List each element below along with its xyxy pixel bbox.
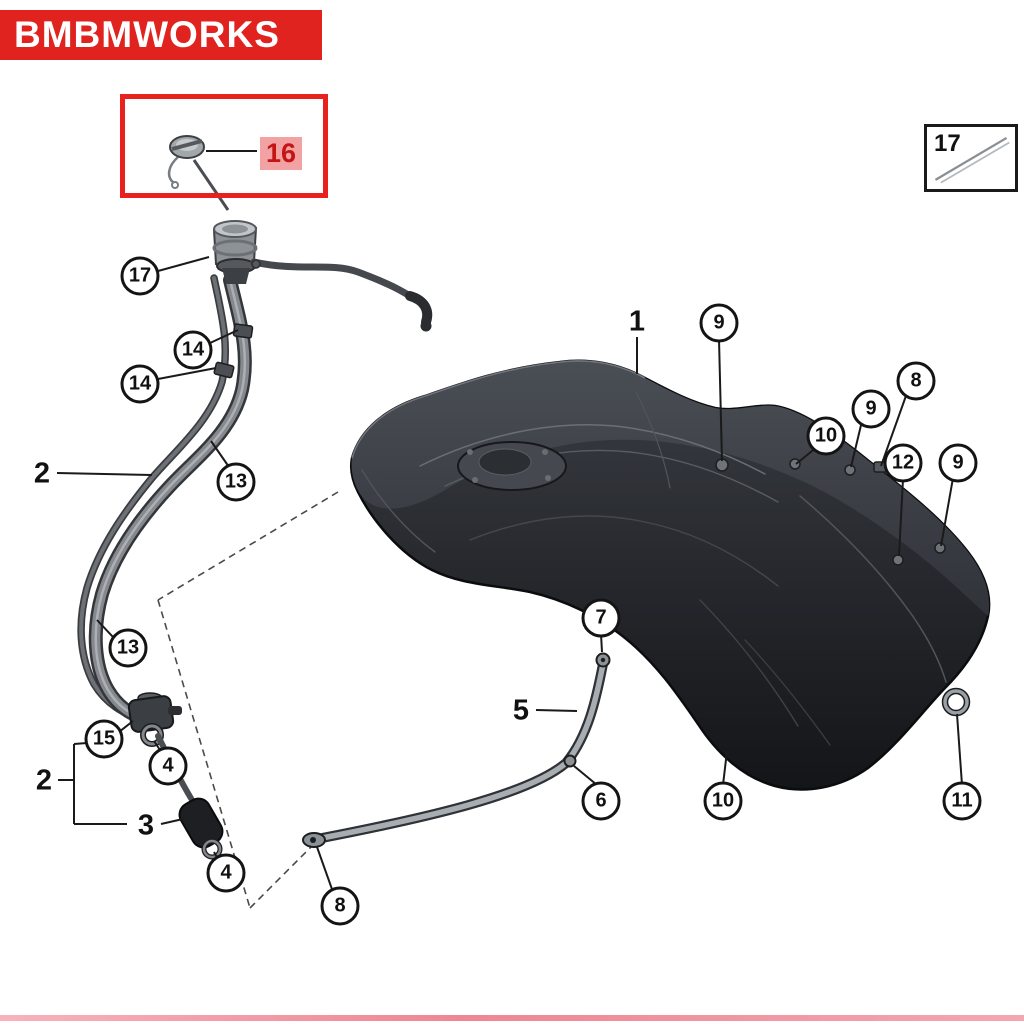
callout-12: 12 [883,443,923,483]
vent-hose [250,258,414,300]
tank-fitting-10a [789,458,801,470]
pump-opening [457,441,567,491]
clamp-4a [141,724,163,746]
callout-10-a: 10 [806,416,846,456]
fuel-cap-illustration [167,135,230,211]
hose-clamp-14a [232,323,254,339]
hose-clamp-14b [213,361,235,379]
callout-7: 7 [581,598,621,638]
callout-4-b: 4 [206,853,246,893]
callout-13-a: 13 [216,462,256,502]
label-1: 1 [628,305,646,338]
filler-pipe-illustration [77,220,433,860]
label-5: 5 [512,694,530,727]
legend-box: 17 [924,124,1018,192]
tank-eyelet-11 [941,687,971,717]
callout-8-b: 8 [896,361,936,401]
label-2-b: 2 [35,764,53,797]
vent-hose-elbow [405,291,433,327]
fuel-tank-illustration [350,359,991,791]
tank-fitting-9c [934,542,946,554]
legend-part-number: 17 [934,130,961,157]
callout-4-a: 4 [148,746,188,786]
tank-fitting-9b [844,464,856,476]
leader-lines [56,150,963,893]
callout-6: 6 [581,781,621,821]
rubber-sleeve-3 [178,797,224,849]
tank-fitting-12 [892,554,904,566]
callout-14-b: 14 [120,364,160,404]
part-16-label: 16 [260,137,303,171]
tank-strap-illustration [302,652,611,848]
legend-strap-icon [934,136,1010,184]
clamp-4b [202,839,222,859]
callout-11: 11 [942,781,982,821]
label-2-a: 2 [33,457,51,490]
footer-accent-line [0,1015,1024,1021]
label-3: 3 [137,809,155,842]
callout-9-b: 9 [851,389,891,429]
strap-bend-bolt [563,754,577,768]
tank-top-surface [351,360,990,616]
callout-9-a: 9 [699,303,739,343]
pump-valve-unit [127,692,182,747]
callout-14-a: 14 [173,330,213,370]
filler-neck [212,220,258,284]
callout-15: 15 [84,719,124,759]
brand-name: BMBMWORKS [14,14,280,55]
callout-8-a: 8 [320,886,360,926]
callout-10-b: 10 [703,781,743,821]
callout-17: 17 [120,256,160,296]
callout-9-c: 9 [938,443,978,483]
part-16-highlight-box [120,94,328,198]
callout-13-b: 13 [108,628,148,668]
brand-banner: BMBMWORKS [0,10,322,60]
